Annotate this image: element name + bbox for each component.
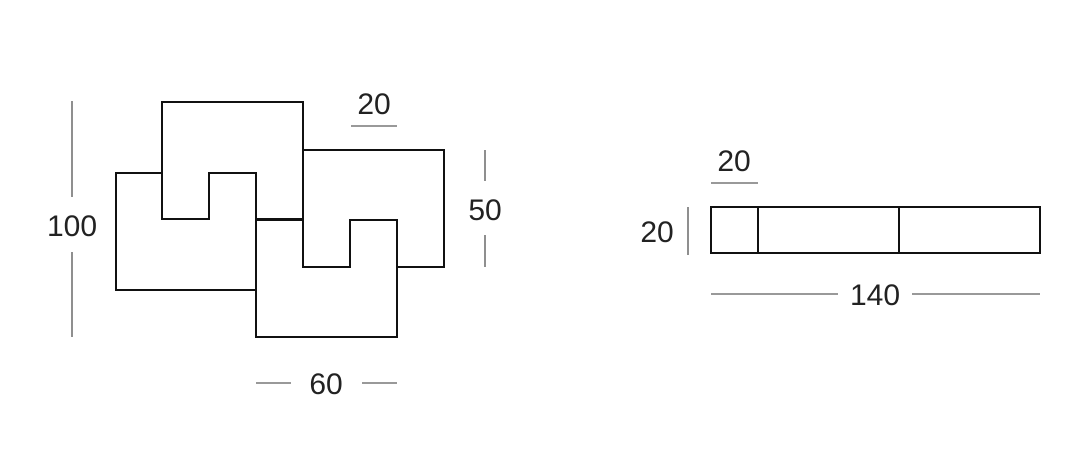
- front-view: 100 20 50 60: [47, 88, 502, 401]
- side-height-label: 20: [640, 216, 673, 249]
- side-profile-bar: [710, 206, 1041, 254]
- depth-label: 20: [357, 88, 390, 121]
- module-height-label: 50: [468, 194, 501, 227]
- side-view: 20 20 140: [640, 145, 1041, 312]
- length-label: 140: [850, 279, 900, 312]
- thickness-label: 20: [717, 145, 750, 178]
- module-middle-left: [115, 172, 257, 291]
- module-bottom: [255, 219, 398, 338]
- width-label: 60: [309, 368, 342, 401]
- height-label: 100: [47, 210, 97, 243]
